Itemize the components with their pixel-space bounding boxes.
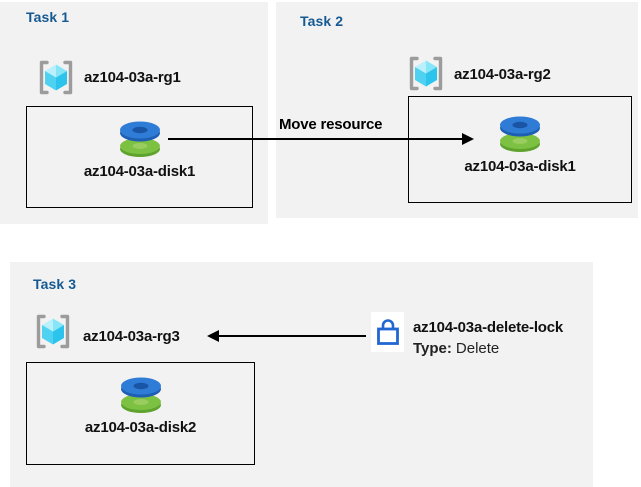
disk-icon (120, 377, 161, 413)
delete-lock-type: Type:Delete (413, 340, 499, 357)
task1-resource-box: az104-03a-disk1 (26, 106, 253, 208)
arrow-left-head-icon (207, 330, 219, 342)
task1-resource-group-label: az104-03a-rg1 (84, 69, 181, 86)
task3-resource-group-label: az104-03a-rg3 (83, 328, 180, 345)
task1-disk-label: az104-03a-disk1 (83, 163, 196, 180)
lock-icon-box (371, 312, 404, 352)
task2-title: Task 2 (300, 13, 344, 29)
move-resource-label: Move resource (279, 116, 383, 133)
task3-resource-box: az104-03a-disk2 (26, 362, 255, 465)
lock-type-label: Type: (413, 340, 452, 357)
lock-icon (376, 319, 399, 345)
resource-group-icon (39, 60, 73, 95)
task3-title: Task 3 (33, 276, 77, 292)
disk-icon (119, 121, 160, 157)
delete-lock-name: az104-03a-delete-lock (413, 319, 564, 336)
task1-title: Task 1 (26, 9, 70, 25)
task2-panel: Task 2 az104-03a-rg2 az104-03a-disk1 (276, 2, 638, 218)
task3-disk-label: az104-03a-disk2 (84, 419, 197, 436)
task3-panel: Task 3 az104-03a-rg3 az104-03a-delete-lo… (10, 262, 593, 487)
resource-group-icon (409, 56, 443, 91)
arrow-right-icon (168, 138, 463, 140)
task1-panel: Task 1 az104-03a-rg1 az104-03a-disk1 (0, 2, 268, 224)
task2-resource-box: az104-03a-disk1 (408, 96, 632, 203)
lock-type-value: Delete (455, 340, 500, 357)
arrow-left-icon (218, 335, 366, 337)
task2-resource-group-label: az104-03a-rg2 (454, 66, 551, 83)
arrow-right-head-icon (462, 133, 474, 145)
disk-icon (500, 116, 540, 152)
task2-disk-label: az104-03a-disk1 (464, 158, 576, 175)
resource-group-icon (36, 314, 70, 349)
